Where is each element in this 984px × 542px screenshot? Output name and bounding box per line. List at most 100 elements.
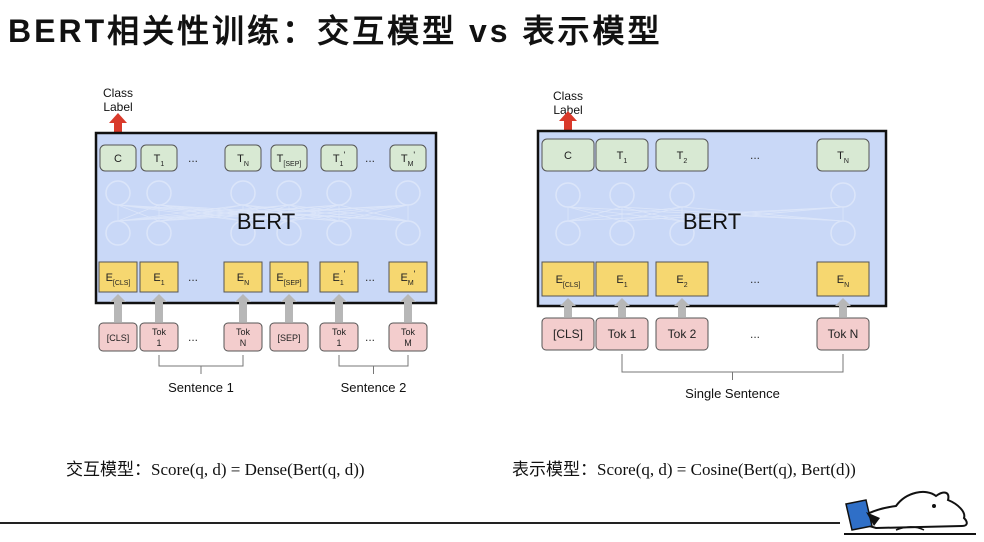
right-hidden-node xyxy=(669,220,695,246)
left-hidden-node xyxy=(230,220,256,246)
left-token-box xyxy=(269,322,309,352)
left-hidden-node xyxy=(395,180,421,206)
left-hidden-edge xyxy=(117,204,160,222)
left-hidden-edge xyxy=(117,204,244,222)
left-hidden-edge xyxy=(158,204,244,222)
left-embedding-label: E[CLS] xyxy=(106,272,131,287)
right-hidden-edge xyxy=(567,206,844,222)
left-hidden-edge xyxy=(288,204,340,222)
left-output-box xyxy=(270,144,308,172)
left-class-label-line1: Class xyxy=(103,86,133,100)
left-output-box xyxy=(389,144,427,172)
right-token-label: Tok 2 xyxy=(668,327,697,341)
right-token-box xyxy=(595,317,649,351)
left-output-box xyxy=(99,144,137,172)
left-up-arrow-icon xyxy=(109,113,127,133)
left-output-label: T[SEP] xyxy=(277,153,302,168)
left-embedding-label: E[SEP] xyxy=(276,272,301,287)
right-token-label: Tok N xyxy=(828,327,859,341)
left-class-label-line2: Label xyxy=(103,100,132,114)
left-gray-up-arrow-icon xyxy=(151,294,167,322)
left-hidden-node xyxy=(146,220,172,246)
left-hidden-node xyxy=(326,220,352,246)
left-hidden-edge xyxy=(117,204,244,222)
right-gray-up-arrow-icon xyxy=(674,298,690,317)
left-hidden-edge xyxy=(288,204,409,222)
right-hidden-edge xyxy=(621,206,844,222)
right-embedding-label: E[CLS] xyxy=(556,274,581,289)
left-hidden-edge xyxy=(117,204,409,222)
left-hidden-edge xyxy=(338,204,409,222)
left-hidden-edge xyxy=(158,204,244,222)
left-hidden-edge xyxy=(117,204,290,222)
left-token-label-sub: M xyxy=(404,338,412,348)
left-embedding-box xyxy=(269,261,309,293)
left-sentence-label: Sentence 1 xyxy=(168,380,234,395)
left-hidden-node xyxy=(105,220,131,246)
left-gray-up-arrow-icon xyxy=(235,294,251,322)
left-output-label: TN xyxy=(237,153,249,168)
left-hidden-edge xyxy=(158,204,340,222)
left-gray-up-arrow-icon xyxy=(331,294,347,322)
left-hidden-node xyxy=(230,180,256,206)
left-gray-up-arrow-icon xyxy=(110,294,126,322)
right-embedding-label: EN xyxy=(837,274,849,289)
left-hidden-edge xyxy=(288,204,340,222)
left-token-label: Tok xyxy=(236,327,251,337)
left-hidden-edge xyxy=(158,204,290,222)
right-token-box xyxy=(816,317,870,351)
left-hidden-edge xyxy=(288,204,409,222)
right-hidden-edge xyxy=(621,206,683,222)
left-token-label: [SEP] xyxy=(277,333,300,343)
bottom-divider xyxy=(0,522,840,524)
right-hidden-node xyxy=(555,220,581,246)
representation-formula: 表示模型：Score(q, d) = Cosine(Bert(q), Bert(… xyxy=(512,460,856,479)
mascot-reading-icon xyxy=(836,482,984,537)
left-token-box xyxy=(98,322,138,352)
right-sentence-bracket xyxy=(621,354,844,373)
left-embedding-box xyxy=(98,261,138,293)
right-output-label: T1 xyxy=(617,150,628,165)
left-hidden-layers xyxy=(105,180,421,246)
right-output-label: TN xyxy=(837,150,849,165)
left-hidden-edge xyxy=(117,204,290,222)
right-token-box xyxy=(655,317,709,351)
left-token-label-sub: 1 xyxy=(156,338,161,348)
right-token-box xyxy=(541,317,595,351)
right-hidden-node xyxy=(609,220,635,246)
right-token-label: [CLS] xyxy=(553,327,583,341)
left-token-label: Tok xyxy=(332,327,347,337)
right-hidden-edge xyxy=(621,206,844,222)
left-hidden-edge xyxy=(117,204,409,222)
right-embedding-box xyxy=(541,261,595,297)
right-class-label-line2: Label xyxy=(553,103,582,117)
left-token-box xyxy=(223,322,263,352)
left-token-label: Tok xyxy=(152,327,167,337)
left-token-label: Tok xyxy=(401,327,416,337)
left-embedding-label: E1' xyxy=(333,269,346,287)
left-hidden-edge xyxy=(117,204,160,222)
left-gray-up-arrow-icon xyxy=(400,294,416,322)
left-bert-label: BERT xyxy=(237,209,295,234)
right-token-ellipsis: ... xyxy=(750,327,760,341)
interaction-formula: 交互模型：Score(q, d) = Dense(Bert(q, d)) xyxy=(66,460,365,479)
left-output-ellipsis: ... xyxy=(365,151,375,165)
left-hidden-node xyxy=(146,180,172,206)
left-hidden-edge xyxy=(242,204,290,222)
left-hidden-edge xyxy=(242,204,340,222)
right-embedding-box xyxy=(655,261,709,297)
left-embedding-box xyxy=(223,261,263,293)
left-hidden-edge xyxy=(117,204,340,222)
left-token-box xyxy=(388,322,428,352)
right-output-box xyxy=(595,138,649,172)
left-token-ellipsis: ... xyxy=(188,330,198,344)
left-hidden-node xyxy=(276,180,302,206)
left-hidden-edge xyxy=(158,204,409,222)
left-embedding-ellipsis: ... xyxy=(188,270,198,284)
left-output-box xyxy=(224,144,262,172)
right-hidden-layers xyxy=(555,182,856,246)
